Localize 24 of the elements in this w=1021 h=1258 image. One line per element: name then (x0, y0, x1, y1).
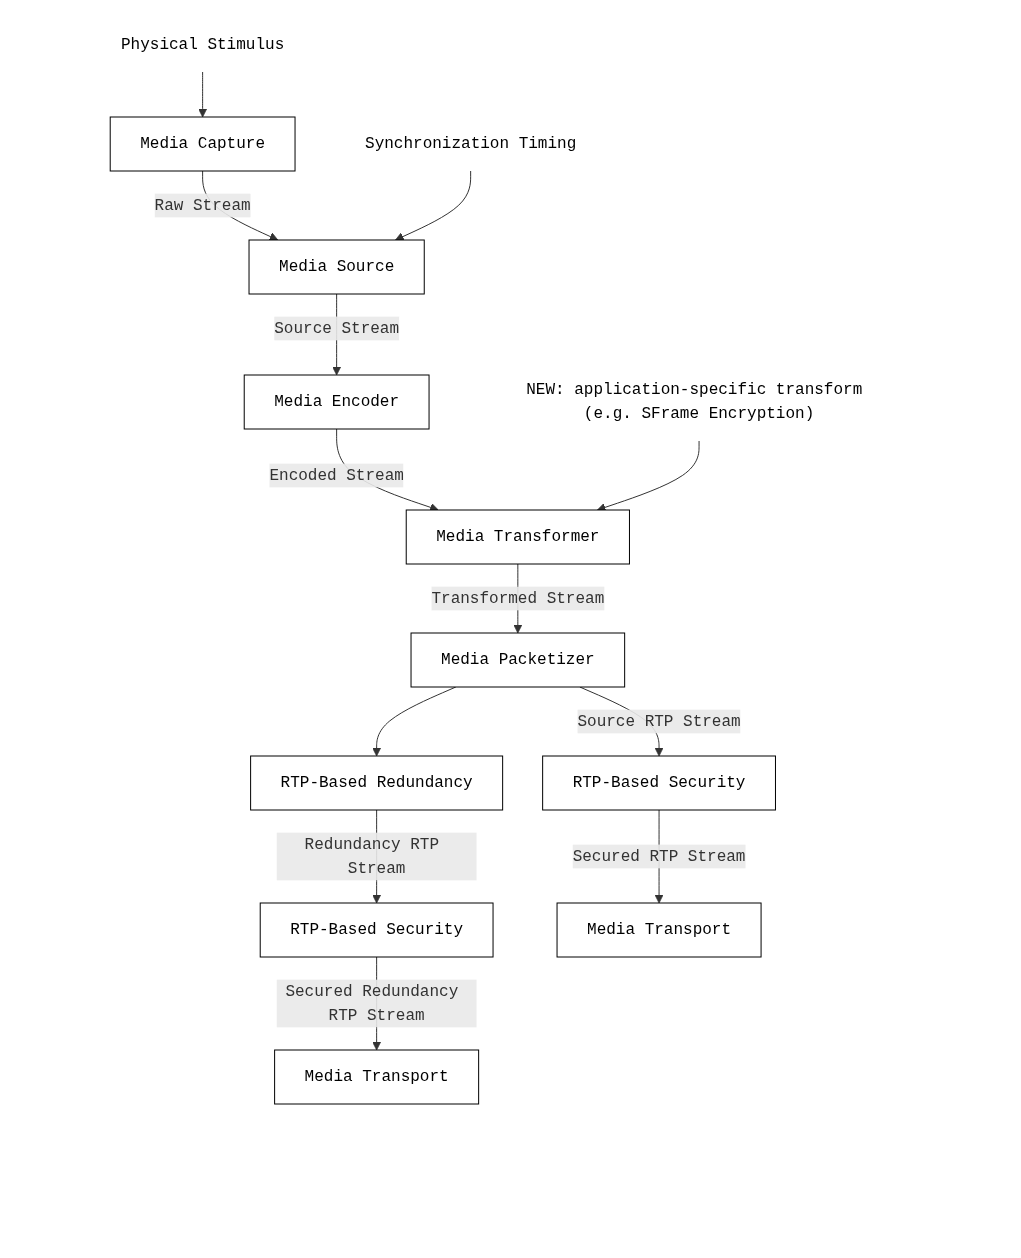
node-box: Media Packetizer (411, 632, 626, 688)
edge-label: Secured Redundancy RTP Stream (285, 982, 459, 1025)
edge-label: Raw Stream (155, 196, 252, 215)
edge-label: Source RTP Stream (577, 712, 742, 731)
node-box: RTP-Based Security (260, 902, 494, 958)
edge-label: Encoded Stream (269, 466, 405, 485)
node-box: Media Encoder (244, 374, 430, 430)
arrow (395, 170, 472, 241)
node-box: Media Transport (274, 1049, 480, 1105)
node-text: Synchronization Timing (365, 135, 577, 153)
arrow (597, 440, 700, 512)
node-box: RTP-Based Security (542, 755, 777, 811)
node-box: Media Capture (110, 116, 296, 172)
edge-label: Secured RTP Stream (573, 847, 746, 866)
edge-label: Transformed Stream (431, 589, 605, 608)
edge-label: Redundancy RTP Stream (305, 835, 440, 878)
edge-label: Source Stream (274, 319, 400, 338)
node-box: Media Source (249, 239, 426, 295)
node-text: NEW: application-specific transform (e.g. SFrame Encryption) (526, 381, 863, 423)
arrow (198, 71, 208, 118)
node-box: Media Transformer (406, 509, 631, 565)
node-text: Physical Stimulus (121, 36, 285, 54)
node-box: Media Transport (557, 902, 763, 958)
node-box: RTP-Based Redundancy (250, 755, 504, 811)
